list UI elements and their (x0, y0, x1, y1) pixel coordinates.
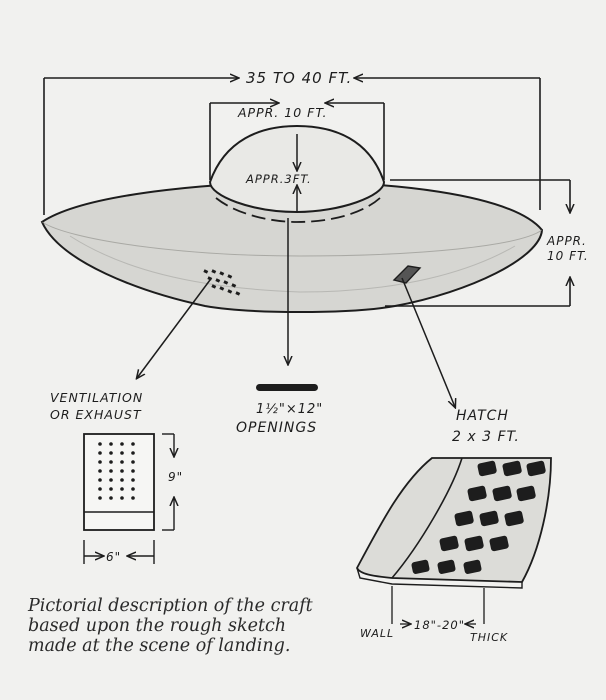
leader-lines (137, 218, 455, 407)
caption-line-1: Pictorial description of the craft (28, 596, 313, 616)
caption-line-2: based upon the rough sketch (28, 616, 287, 636)
overall-width-label: 35 TO 40 FT. (246, 69, 352, 87)
hatch-size-label: 2 x 3 FT. (452, 429, 520, 445)
dome-height-label: APPR.3FT. (245, 172, 312, 186)
height-label-line1: APPR. (546, 234, 587, 248)
wall-thickness-label: 18"-20" (414, 618, 465, 632)
vent-width-label: 6" (106, 550, 121, 564)
vent-label-line1: VENTILATION (50, 390, 143, 405)
dome-width-label: APPR. 10 FT. (237, 105, 327, 120)
overall-width-dimension (43, 78, 541, 215)
hatch-label: HATCH (456, 408, 509, 424)
caption-line-3: made at the scene of landing. (28, 636, 291, 656)
vent-height-label: 9" (168, 470, 183, 484)
vent-label-line2: OR EXHAUST (50, 407, 142, 422)
figure-caption: Pictorial description of the craft based… (28, 596, 358, 656)
height-label-line2: 10 FT. (547, 249, 589, 263)
vent-on-craft (203, 269, 241, 296)
thick-label: THICK (470, 631, 508, 644)
vent-detail (83, 433, 174, 564)
vent-holes (98, 442, 135, 500)
openings-slot (256, 384, 318, 391)
dome-width-dimension (209, 103, 385, 180)
hatch-on-craft (392, 265, 422, 284)
hatch-cells (411, 460, 546, 574)
hatch-detail (355, 457, 552, 624)
height-dimension (385, 179, 570, 307)
openings-label: OPENINGS (236, 420, 317, 436)
openings-size-label: 1½"×12" (256, 402, 323, 417)
wall-label: WALL (360, 627, 394, 640)
